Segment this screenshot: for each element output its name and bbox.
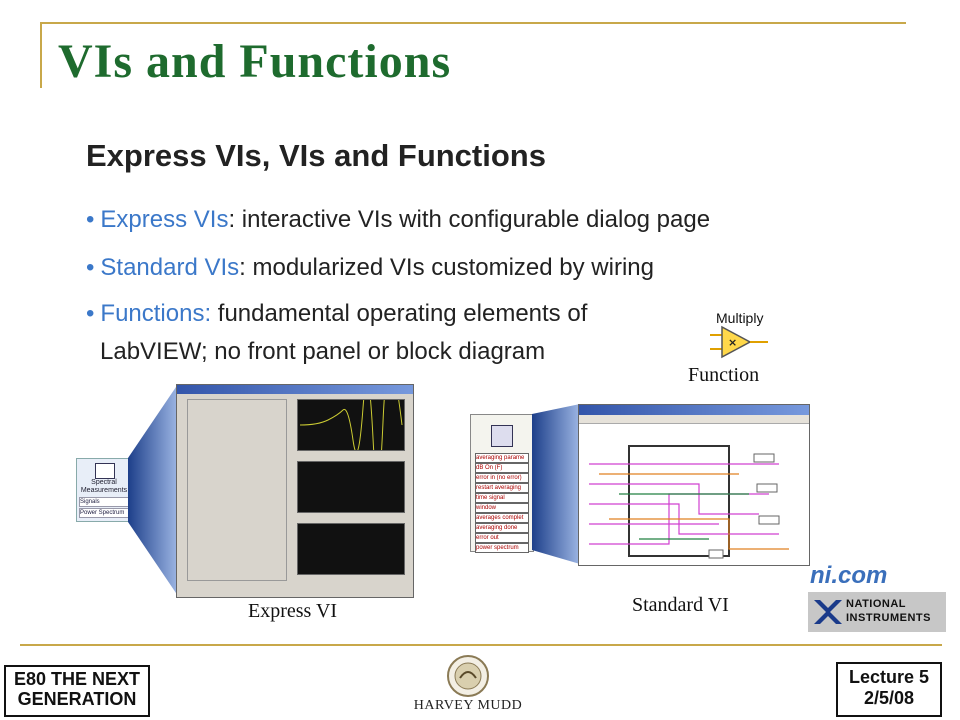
slide-title: VIs and Functions <box>58 35 452 88</box>
window-menubar <box>579 415 809 424</box>
terminal: dB On (F) <box>475 463 529 473</box>
bullet-dot: • <box>86 206 95 233</box>
block-diagram-wiring <box>589 445 789 559</box>
harvey-mudd-logo: HARVEY MUDD <box>406 652 530 718</box>
terminal: error in (no error) <box>475 473 529 483</box>
dialog-titlebar <box>177 385 413 394</box>
terminal: time signal <box>475 493 529 503</box>
phase-plot <box>297 523 405 575</box>
spectral-icon <box>95 463 115 479</box>
bullet-text: : interactive VIs with configurable dial… <box>228 206 711 233</box>
bullet-functions: •Functions: fundamental operating elemen… <box>86 300 587 328</box>
terminal: window <box>475 503 529 513</box>
course-line1: E80 THE NEXT <box>13 669 141 689</box>
terminal: power spectrum <box>475 543 529 553</box>
express-vi-block: Spectral Measurements Signals Power Spec… <box>76 458 132 522</box>
frame-left-line <box>40 22 42 88</box>
bullet-functions-continuation: LabVIEW; no front panel or block diagram <box>100 338 546 365</box>
bullet-dot: • <box>86 300 95 327</box>
windowed-signal-plot <box>297 365 405 484</box>
bullet-dot: • <box>86 254 95 281</box>
terminal: averaging done <box>475 523 529 533</box>
bullet-text: fundamental operating elements of <box>211 300 588 327</box>
course-box: E80 THE NEXT GENERATION <box>4 665 150 717</box>
magnitude-plot <box>297 461 405 513</box>
window-titlebar <box>579 405 809 415</box>
course-line2: GENERATION <box>17 689 137 709</box>
bullet-express-vis: •Express VIs: interactive VIs with confi… <box>86 206 710 234</box>
frame-top-line <box>40 22 906 24</box>
lecture-box: Lecture 5 2/5/08 <box>836 662 942 717</box>
power-spectrum-icon <box>491 425 513 447</box>
bullet-keyword: Standard VIs <box>100 254 240 281</box>
hmc-seal-icon <box>447 655 489 697</box>
terminal: error out <box>475 533 529 543</box>
terminal: averages complet <box>475 513 529 523</box>
bullet-standard-vis: •Standard VIs: modularized VIs customize… <box>86 254 654 282</box>
ni-com-link: ni.com <box>810 562 888 589</box>
ni-eagle-icon <box>814 600 842 624</box>
express-zoom-funnel <box>128 384 178 596</box>
lecture-date: 2/5/08 <box>863 688 915 708</box>
terminal: averaging parame <box>475 453 529 463</box>
lecture-number: Lecture 5 <box>848 667 930 687</box>
express-block-signals: Signals <box>79 497 131 507</box>
multiply-function-icon: × <box>710 325 768 359</box>
dialog-options-panel <box>187 399 287 581</box>
multiply-label: Multiply <box>716 310 764 326</box>
express-vi-caption: Express VI <box>248 600 338 622</box>
express-block-power-spectrum: Power Spectrum <box>79 508 131 518</box>
bullet-text: : modularized VIs customized by wiring <box>239 254 654 281</box>
bullet-keyword: Functions: <box>100 300 212 327</box>
ni-logo-line1: NATIONAL <box>846 598 907 610</box>
hmc-name: HARVEY MUDD <box>413 698 523 713</box>
express-block-label: Spectral Measurements <box>80 479 128 494</box>
frame-bottom-line <box>20 644 942 646</box>
content-subtitle: Express VIs, VIs and Functions <box>86 138 546 173</box>
ni-logo-line2: INSTRUMENTS <box>846 612 931 624</box>
function-caption: Function <box>688 364 760 386</box>
standard-zoom-funnel <box>532 404 580 564</box>
national-instruments-logo: NATIONAL INSTRUMENTS <box>808 592 946 632</box>
terminal: restart averaging <box>475 483 529 493</box>
standard-vi-caption: Standard VI <box>632 594 729 616</box>
standard-vi-block-diagram <box>578 404 810 566</box>
svg-text:×: × <box>728 336 737 349</box>
bullet-keyword: Express VIs <box>100 206 229 233</box>
express-vi-config-dialog <box>176 365 414 598</box>
standard-vi-connector-pane: averaging parame dB On (F) error in (no … <box>470 414 534 553</box>
